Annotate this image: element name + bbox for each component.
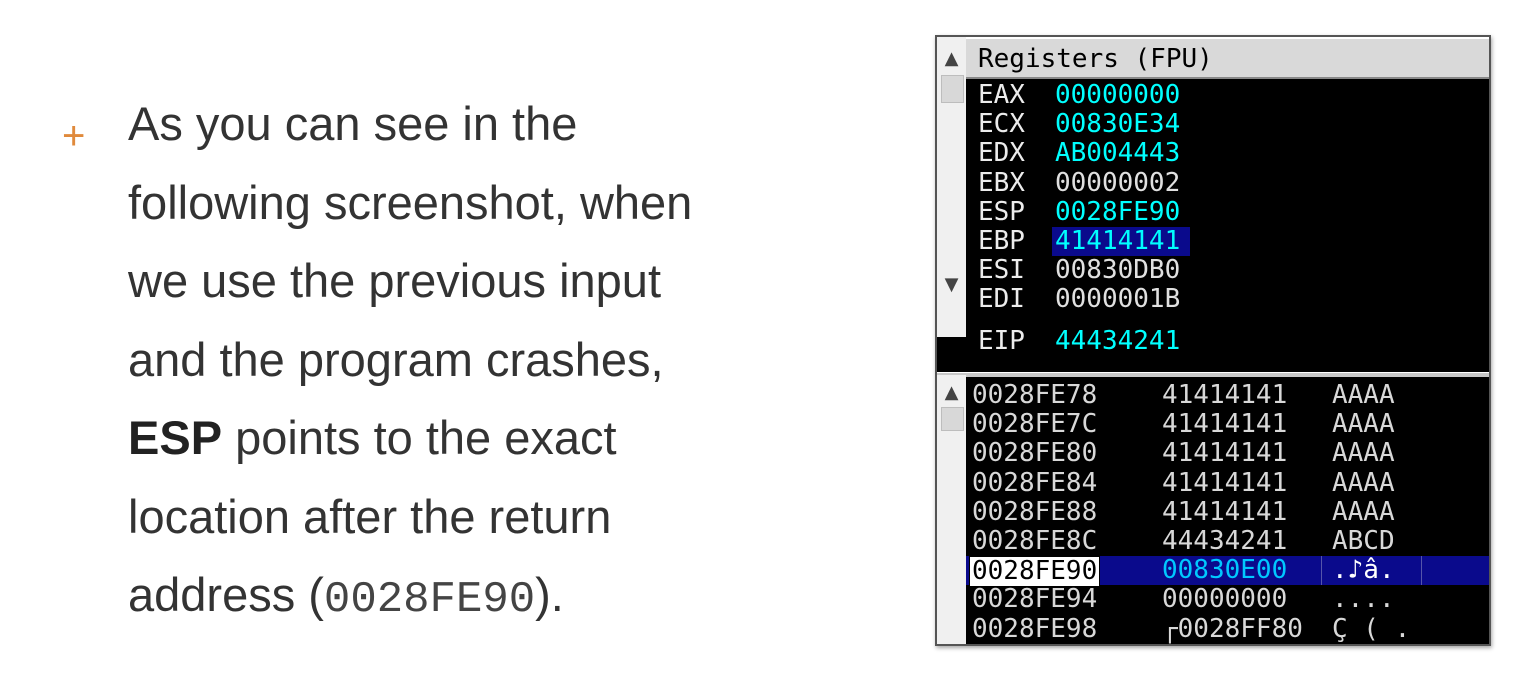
stack-address: 0028FE90 bbox=[969, 556, 1101, 588]
register-name: ESP bbox=[978, 196, 1025, 227]
register-row-esp[interactable]: ESP 0028FE90 bbox=[978, 196, 1183, 227]
stack-ascii: ABCD bbox=[1332, 526, 1395, 556]
stack-row[interactable]: 0028FE98 ┌0028FF80 Ç ( . bbox=[966, 613, 1489, 644]
register-name: ESI bbox=[978, 255, 1025, 286]
register-name: EIP bbox=[978, 325, 1025, 356]
register-row-ebx[interactable]: EBX 00000002 bbox=[978, 167, 1183, 198]
text-fragment: ). bbox=[535, 568, 564, 621]
register-value[interactable]: AB004443 bbox=[1055, 138, 1181, 169]
stack-ascii: AAAA bbox=[1332, 409, 1395, 440]
stack-ascii: AAAA bbox=[1332, 380, 1395, 410]
stack-ascii: Ç ( . bbox=[1332, 613, 1411, 644]
stack-ascii: AAAA bbox=[1332, 496, 1395, 527]
stack-row[interactable]: 0028FE9C 0040DE7D } @. RETU bbox=[966, 643, 1489, 644]
text-line: following screenshot, when bbox=[128, 175, 693, 229]
scroll-up-icon[interactable]: ▲ bbox=[944, 382, 959, 403]
stack-ascii: AAAA bbox=[1332, 467, 1395, 498]
stack-ascii: AAAA bbox=[1332, 438, 1395, 469]
bullet-plus-icon: + bbox=[62, 114, 86, 158]
stack-address: 0028FE98 bbox=[972, 613, 1098, 644]
bullet-paragraph: As you can see in the following screensh… bbox=[128, 85, 848, 635]
stack-value: ┌0028FF80 bbox=[1162, 613, 1303, 644]
stack-address: 0028FE9C bbox=[972, 643, 1097, 644]
register-name: EBP bbox=[978, 226, 1025, 256]
column-separator bbox=[1321, 556, 1322, 586]
stack-value: 41414141 bbox=[1162, 496, 1288, 527]
stack-scrollbar[interactable]: ▲ bbox=[937, 375, 966, 644]
register-value[interactable]: 44434241 bbox=[1055, 325, 1181, 356]
stack-row[interactable]: 0028FE80 41414141 AAAA bbox=[966, 439, 1489, 468]
register-row-eax[interactable]: EAX 00000000 bbox=[978, 81, 1183, 110]
register-value[interactable]: 00000000 bbox=[1055, 80, 1181, 110]
register-value[interactable]: 00830E34 bbox=[1055, 109, 1181, 140]
stack-value: 00000000 bbox=[1162, 584, 1288, 615]
register-row-esi[interactable]: ESI 00830DB0 bbox=[978, 256, 1183, 285]
address-mono: 0028FE90 bbox=[323, 575, 536, 625]
stack-address: 0028FE80 bbox=[972, 438, 1098, 469]
register-name: EBX bbox=[978, 167, 1025, 198]
stack-value: 41414141 bbox=[1162, 467, 1288, 498]
stack-value: 41414141 bbox=[1162, 380, 1288, 410]
text-line: and the program crashes, bbox=[128, 332, 664, 386]
stack-value: 41414141 bbox=[1162, 409, 1288, 440]
text-fragment: points to the exact bbox=[222, 411, 617, 464]
scroll-thumb[interactable] bbox=[941, 75, 964, 103]
register-value[interactable]: 41414141 bbox=[1052, 227, 1191, 256]
scroll-down-icon[interactable]: ▼ bbox=[944, 274, 959, 295]
stack-row-current[interactable]: 0028FE90 00830E00 .♪â. bbox=[966, 555, 1489, 588]
stack-address: 0028FE8C bbox=[972, 526, 1098, 556]
text-line: address (0028FE90). bbox=[128, 556, 848, 635]
esp-bold-label: ESP bbox=[128, 411, 223, 464]
register-name: EAX bbox=[978, 80, 1025, 110]
text-line: location after the return bbox=[128, 489, 612, 543]
register-value[interactable]: 0028FE90 bbox=[1055, 196, 1181, 227]
stack-address: 0028FE88 bbox=[972, 496, 1098, 527]
text-line: ESP points to the exact bbox=[128, 399, 848, 478]
stack-row[interactable]: 0028FE84 41414141 AAAA bbox=[966, 467, 1489, 498]
register-row-eip[interactable]: EIP 44434241 bbox=[978, 325, 1183, 356]
text-fragment: address ( bbox=[128, 568, 324, 621]
stack-row[interactable]: 0028FE94 00000000.... bbox=[966, 585, 1489, 614]
stack-address: 0028FE84 bbox=[972, 467, 1098, 498]
stack-row[interactable]: 0028FE7C 41414141 AAAA bbox=[966, 410, 1489, 439]
stack-value: 00830E00 bbox=[1162, 555, 1288, 586]
registers-scrollbar[interactable]: ▲ ▼ bbox=[937, 37, 966, 337]
stack-value: 44434241 bbox=[1162, 526, 1288, 556]
register-row-ebp[interactable]: EBP 41414141 bbox=[978, 226, 1191, 256]
stack-address: 0028FE94 bbox=[972, 584, 1098, 615]
register-name: EDI bbox=[978, 284, 1025, 315]
stack-value: 0040DE7D bbox=[1162, 643, 1287, 644]
text-line: we use the previous input bbox=[128, 254, 661, 307]
register-row-edi[interactable]: EDI 0000001B bbox=[978, 285, 1183, 314]
stack-ascii: .♪â. bbox=[1332, 555, 1395, 586]
register-value[interactable]: 00830DB0 bbox=[1055, 255, 1181, 286]
stack-row[interactable]: 0028FE78 41414141 AAAA bbox=[966, 381, 1489, 410]
stack-address: 0028FE78 bbox=[972, 380, 1098, 410]
registers-header[interactable]: Registers (FPU) bbox=[966, 37, 1489, 79]
stack-row[interactable]: 0028FE88 41414141 AAAA bbox=[966, 496, 1489, 527]
register-name: ECX bbox=[978, 109, 1025, 140]
register-value[interactable]: 00000002 bbox=[1055, 167, 1181, 198]
stack-address: 0028FE7C bbox=[972, 409, 1098, 440]
stack-ascii: } @. RETU bbox=[1332, 643, 1489, 644]
stack-row[interactable]: 0028FE8C 44434241 ABCD bbox=[966, 527, 1489, 556]
column-separator bbox=[1421, 556, 1422, 586]
scroll-thumb[interactable] bbox=[941, 407, 964, 431]
text-line: As you can see in the bbox=[128, 97, 578, 150]
register-name: EDX bbox=[978, 138, 1025, 169]
register-value[interactable]: 0000001B bbox=[1055, 284, 1181, 315]
stack-value: 41414141 bbox=[1162, 438, 1288, 469]
register-row-ecx[interactable]: ECX 00830E34 bbox=[978, 110, 1183, 139]
register-row-edx[interactable]: EDX AB004443 bbox=[978, 139, 1183, 168]
stack-ascii: .... bbox=[1332, 584, 1395, 615]
scroll-up-icon[interactable]: ▲ bbox=[944, 48, 959, 69]
